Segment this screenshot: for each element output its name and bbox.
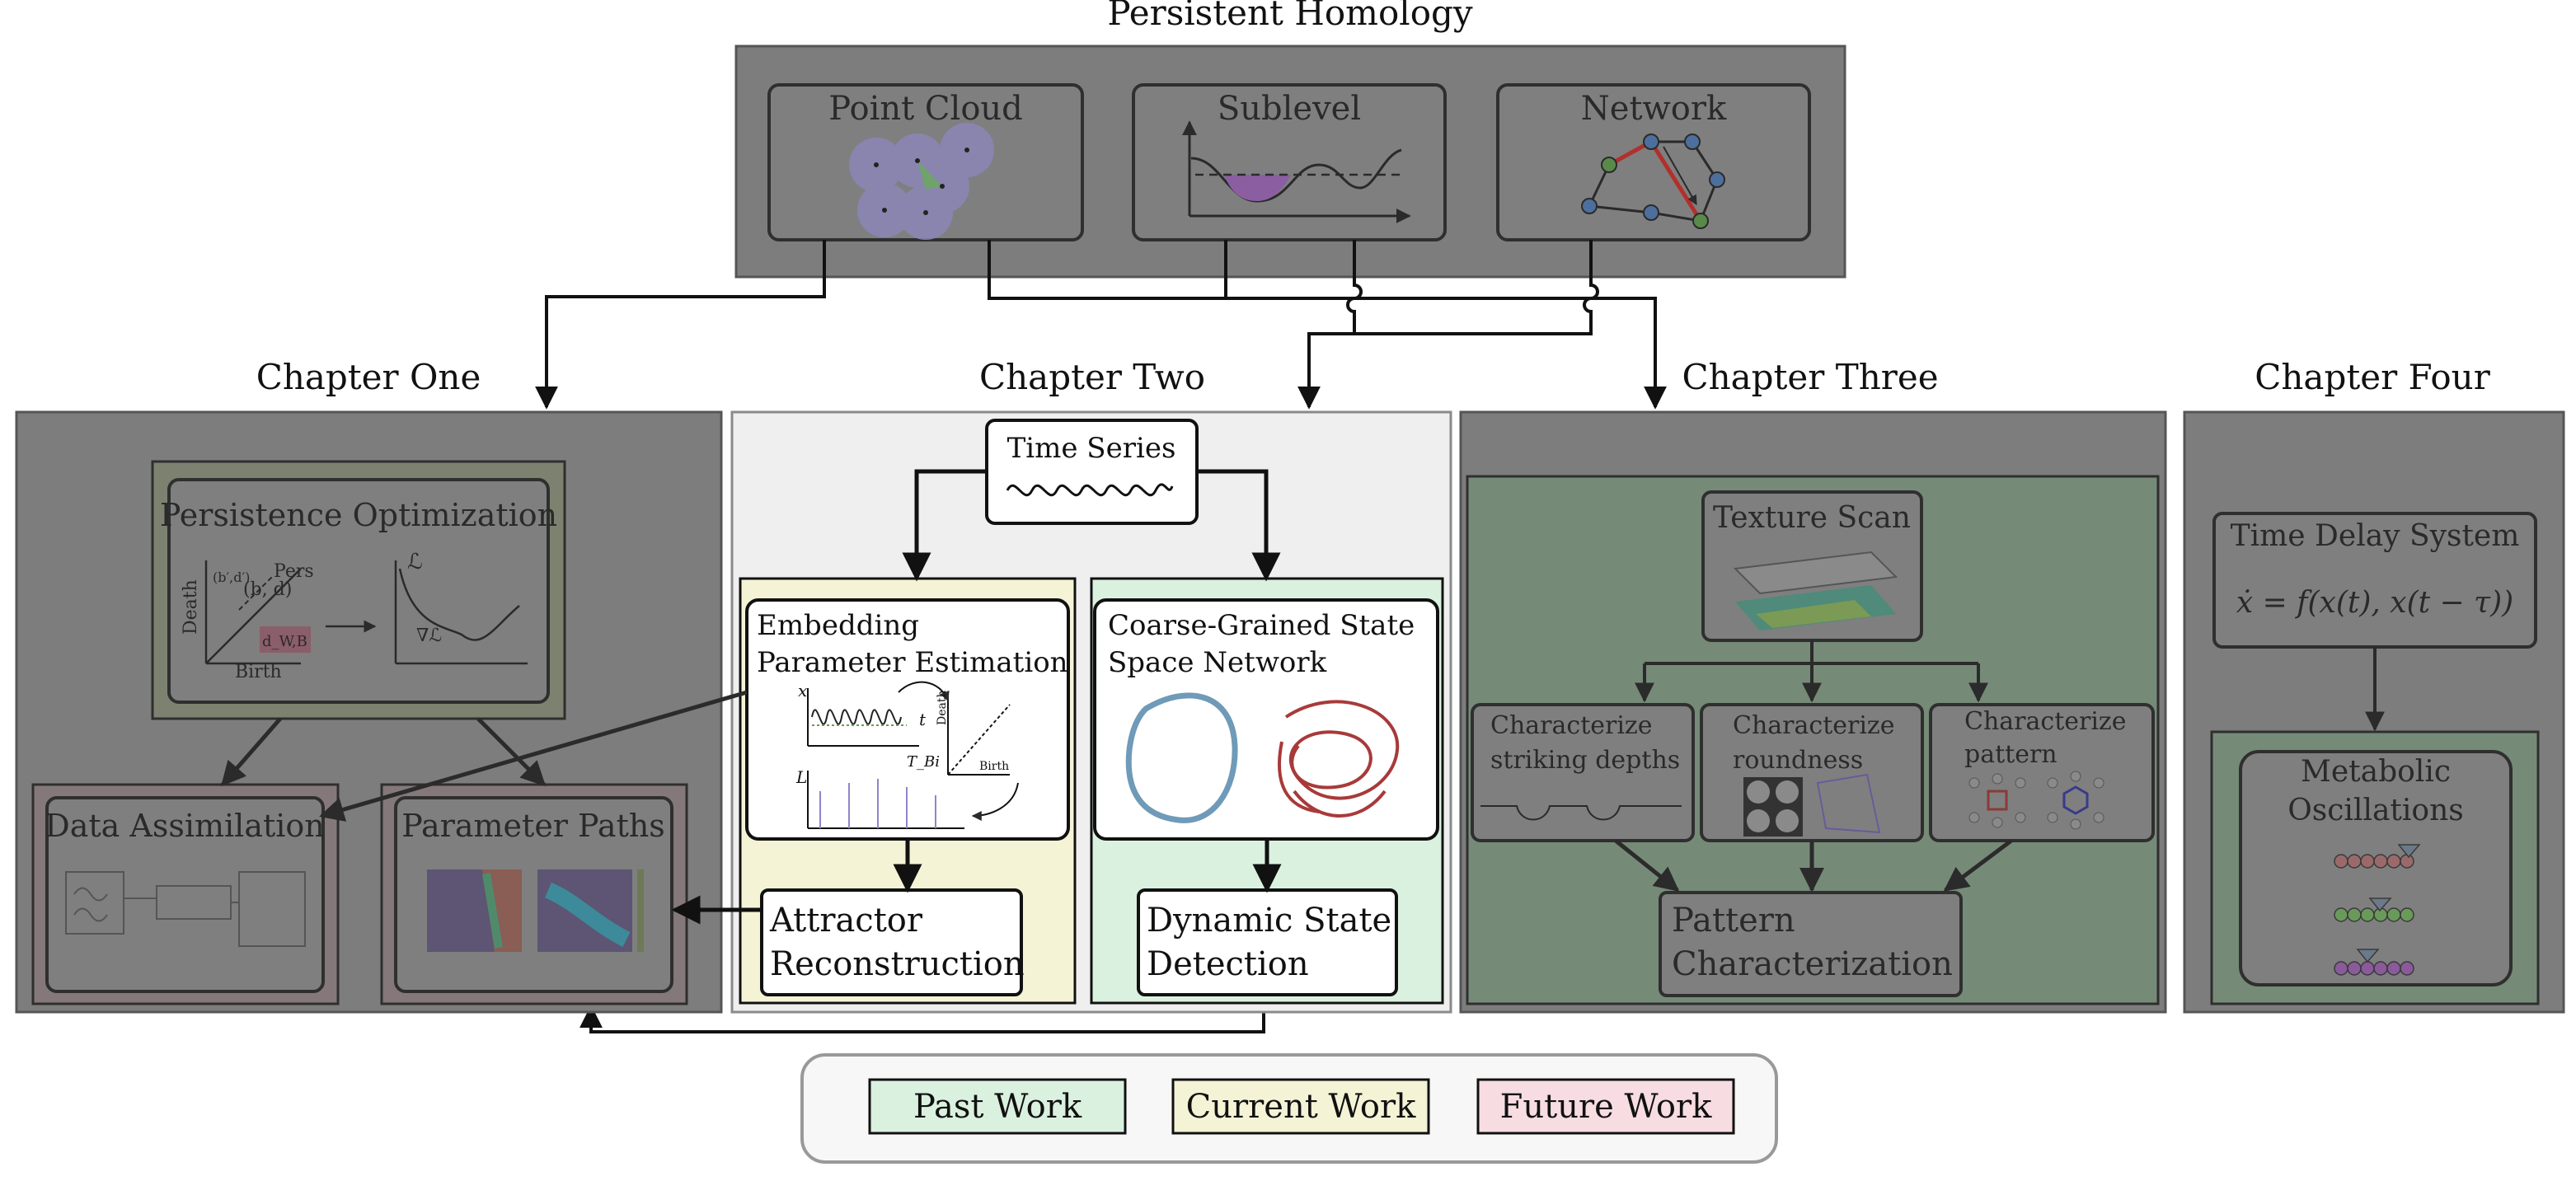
embed-t-label: t [919, 710, 927, 729]
roundness-icon [1743, 773, 1881, 837]
point-bd-label: (b, d) [243, 579, 292, 600]
chapter-one-panel: Persistence Optimization Death Birth Per… [15, 410, 723, 1014]
pattern-char-line2: Characterization [1672, 945, 1953, 983]
persistent-homology-section: Persistent Homology Point Cloud Sublevel [734, 0, 1846, 279]
triangle-icon [917, 161, 942, 190]
embedding-line1: Embedding [757, 609, 919, 642]
ph-title: Persistent Homology [1107, 0, 1472, 33]
legend-future-label: Future Work [1500, 1088, 1712, 1126]
pers-label: Pers [274, 561, 314, 582]
texture-surface-icon [1733, 551, 1898, 630]
chapter-one-title: Chapter One [256, 357, 481, 397]
coarse-line1: Coarse-Grained State [1108, 609, 1415, 642]
embed-x-label: x [798, 681, 807, 701]
chapter-two-panel: Time Series Embedding Parameter Estimati… [319, 410, 1452, 1014]
pattern-characterization-box [1659, 891, 1963, 997]
metabolic-chain-icon [2334, 844, 2421, 976]
time-series-label: Time Series [1007, 432, 1176, 465]
chapter-three-title: Chapter Three [1682, 357, 1938, 397]
striking-profile-icon [1480, 805, 1682, 821]
legend-past-label: Past Work [913, 1088, 1082, 1126]
time-delay-label: Time Delay System [2231, 519, 2520, 553]
attractor-line1: Attractor [769, 902, 923, 940]
roundness-line1: Characterize [1733, 711, 1895, 740]
embed-L-label: L [795, 767, 807, 787]
attractor-line2: Reconstruction [770, 945, 1025, 983]
embedding-line2: Parameter Estimation [757, 646, 1068, 679]
parameter-heatmap-icon [427, 869, 644, 952]
time-series-wave-icon [1006, 483, 1174, 497]
pattern-char-line1: Pattern [1672, 902, 1795, 940]
roundness-line2: roundness [1733, 746, 1863, 775]
network-graph-icon [1581, 134, 1725, 229]
pattern-line2: pattern [1964, 740, 2058, 769]
coarse-line2: Space Network [1108, 646, 1327, 679]
embedding-plots-icon [807, 681, 1019, 829]
dist-label: d_W,B [262, 633, 307, 650]
birth-axis-label: Birth [235, 662, 282, 682]
pattern-lattice-icon [1968, 771, 2104, 830]
metabolic-line1: Metabolic [2301, 755, 2451, 789]
metabolic-line2: Oscillations [2287, 794, 2463, 827]
circle-icon [1747, 780, 1770, 804]
sublevel-label: Sublevel [1218, 90, 1361, 128]
loss-label: ℒ [407, 550, 423, 574]
embed-death-label: Death [936, 691, 949, 726]
legend-future-swatch [1476, 1078, 1735, 1135]
pattern-box [1929, 703, 2155, 842]
point-prime-label: (b′,d′) [213, 569, 250, 585]
network-loop-icon [1125, 692, 1238, 823]
arrow-icon [535, 240, 826, 410]
legend-current-swatch [1171, 1078, 1430, 1135]
chapter-four-title: Chapter Four [2255, 357, 2490, 397]
texture-scan-label: Texture Scan [1713, 501, 1911, 535]
time-delay-equation: ẋ = f(x(t), x(t − τ)) [2236, 586, 2513, 620]
legend: Past Work Current Work Future Work [800, 1053, 1778, 1164]
point-cloud-label: Point Cloud [828, 90, 1023, 128]
striking-line2: striking depths [1490, 746, 1680, 775]
attractor-reconstruction-box [760, 888, 1023, 996]
embed-tau-label: T_Bi [907, 753, 940, 771]
sublevel-box: Sublevel [1132, 83, 1447, 241]
dynamic-line1: Dynamic State [1147, 902, 1391, 940]
dynamic-line2: Detection [1147, 945, 1309, 983]
chapter-titles: Chapter One Chapter Two Chapter Three Ch… [256, 357, 2491, 397]
embed-birth-label: Birth [979, 760, 1009, 773]
persistence-diagram-icon [204, 560, 528, 665]
network-box: Network [1496, 83, 1811, 241]
striking-line1: Characterize [1490, 711, 1653, 740]
legend-current-label: Current Work [1186, 1088, 1416, 1126]
chaotic-network-icon [1278, 700, 1400, 818]
chapter-three-panel: Texture Scan Characterize striking depth… [1459, 410, 2167, 1014]
network-label: Network [1581, 90, 1727, 128]
chapter-two-title: Chapter Two [979, 357, 1205, 397]
chapter-four-panel: Time Delay System ẋ = f(x(t), x(t − τ)) … [2183, 410, 2565, 1014]
assimilation-flow-icon [65, 871, 306, 947]
metabolic-box [2239, 750, 2513, 987]
death-axis-label: Death [181, 579, 201, 635]
point-cloud-box: Point Cloud [767, 83, 1084, 241]
data-assimilation-label: Data Assimilation [45, 808, 325, 844]
grad-label: ∇ℒ [416, 626, 442, 646]
legend-past-swatch [868, 1078, 1127, 1135]
sublevel-plot-icon [1182, 120, 1411, 223]
parameter-paths-label: Parameter Paths [401, 808, 665, 844]
persistence-optimization-label: Persistence Optimization [160, 497, 557, 533]
pattern-line1: Characterize [1964, 707, 2127, 736]
